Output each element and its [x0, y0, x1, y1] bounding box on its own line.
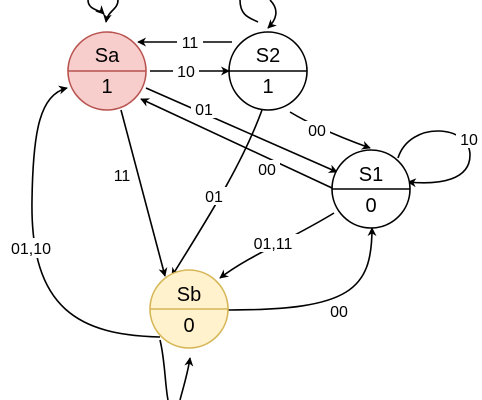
- label-sb-s1: 00: [330, 304, 348, 321]
- edge-s1-self-loop: [397, 130, 471, 188]
- state-sa[interactable]: Sa 1: [67, 31, 147, 111]
- state-s2-output: 1: [262, 76, 273, 98]
- edge-sb-self-loop-in: [179, 357, 194, 400]
- edge-sa-to-s1: [145, 87, 338, 173]
- state-s1-name: S1: [359, 164, 383, 186]
- state-sb-output: 0: [183, 315, 194, 337]
- label-s2-s1: 00: [308, 123, 326, 140]
- state-sa-name: Sa: [95, 45, 120, 67]
- states: Sa 1 S2 1 S1 0 Sb 0: [67, 31, 411, 349]
- label-sb-sa: 01,10: [11, 241, 51, 258]
- edge-labels: 11 10 01 00 00 10 11 01 01,11 01,10 00: [2, 33, 482, 321]
- edge-s2-self-loop: [239, 0, 259, 23]
- state-s2[interactable]: S2 1: [228, 31, 308, 111]
- state-s1[interactable]: S1 0: [331, 149, 411, 229]
- state-s1-output: 0: [365, 195, 376, 217]
- edge-sa-self-loop: [87, 0, 105, 15]
- edge-sa-self-loop-in: [102, 0, 119, 23]
- label-s2-sa: 11: [182, 35, 199, 52]
- label-s1-self: 10: [460, 132, 478, 149]
- edge-sb-self-loop: [159, 339, 169, 400]
- edge-s2-self-loop-in: [267, 0, 277, 29]
- state-sb[interactable]: Sb 0: [149, 269, 229, 349]
- label-s1-sa: 00: [258, 162, 276, 179]
- label-s2-sb: 01: [205, 189, 223, 206]
- state-s2-name: S2: [256, 45, 280, 67]
- label-sa-s1: 01: [195, 102, 213, 119]
- label-sa-s2: 10: [177, 64, 195, 81]
- state-sa-output: 1: [101, 76, 112, 98]
- edge-sa-to-sb: [120, 109, 168, 277]
- edge-s1-to-sa: [140, 98, 333, 189]
- label-sa-sb: 11: [114, 168, 131, 185]
- edge-sb-to-sa: [31, 85, 161, 338]
- state-sb-name: Sb: [177, 284, 201, 306]
- edge-sb-to-s1: [227, 227, 377, 311]
- label-s1-sb: 01,11: [254, 236, 293, 253]
